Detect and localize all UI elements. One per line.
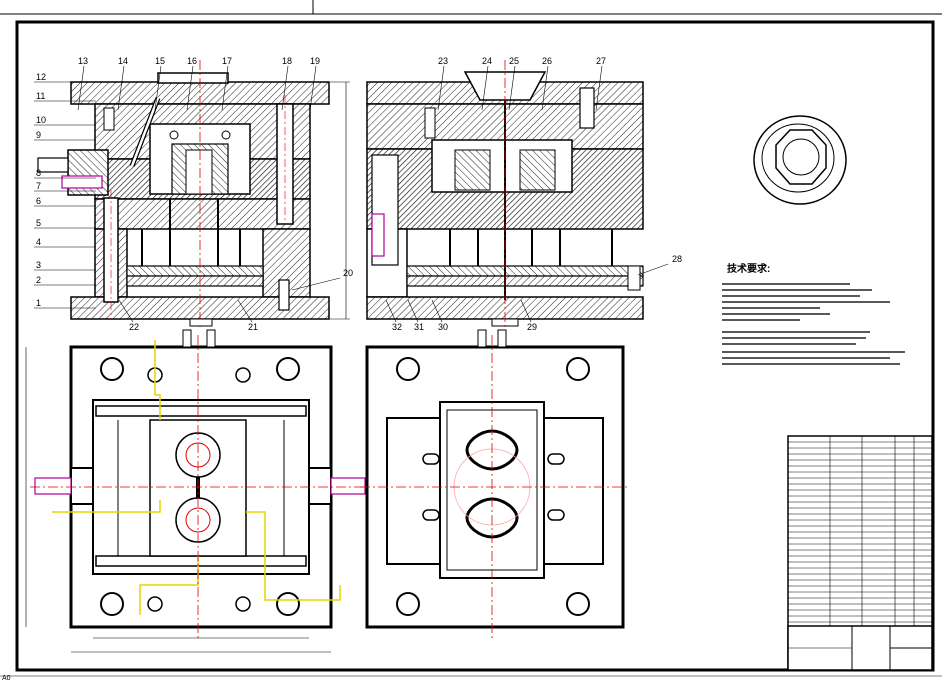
callout-21: 21 [237, 299, 258, 332]
callout-25: 25 [508, 56, 519, 111]
callout-label: 29 [527, 322, 537, 332]
callout-label: 4 [36, 237, 41, 247]
plan-view-moving-half [25, 329, 370, 653]
callout-4: 4 [34, 237, 96, 248]
callout-28: 28 [637, 254, 682, 276]
callout-23: 23 [437, 56, 448, 111]
callout-27: 27 [595, 56, 606, 111]
side-section-view [366, 60, 644, 330]
callout-32: 32 [385, 299, 402, 332]
callout-label: 10 [36, 115, 46, 125]
callout-label: 9 [36, 130, 41, 140]
callout-label: 30 [438, 322, 448, 332]
callout-label: 8 [36, 168, 41, 178]
callout-label: 27 [596, 56, 606, 66]
plan-view-fixed-half [360, 329, 630, 640]
plastic-cap-isometric-icon [753, 115, 847, 205]
callout-3: 3 [34, 260, 96, 271]
callout-30: 30 [431, 299, 448, 332]
callout-label: 7 [36, 181, 41, 191]
callout-label: 20 [343, 268, 353, 278]
callout-8: 8 [34, 168, 96, 179]
callout-26: 26 [541, 56, 552, 111]
callout-label: 26 [542, 56, 552, 66]
callout-label: 5 [36, 218, 41, 228]
callout-label: 6 [36, 196, 41, 206]
front-section-view [37, 60, 350, 330]
callout-label: 12 [36, 72, 46, 82]
callout-5: 5 [34, 218, 96, 229]
callout-label: 17 [222, 56, 232, 66]
callout-20: 20 [291, 268, 353, 291]
callout-16: 16 [186, 56, 197, 111]
callout-14: 14 [117, 56, 128, 111]
callout-label: 18 [282, 56, 292, 66]
callout-6: 6 [34, 196, 96, 207]
callout-label: 24 [482, 56, 492, 66]
tech-req-lines [722, 283, 905, 365]
callout-17: 17 [221, 56, 232, 111]
callout-7: 7 [34, 181, 96, 192]
callout-label: 31 [414, 322, 424, 332]
callout-label: 25 [509, 56, 519, 66]
callout-label: 11 [36, 91, 45, 101]
callout-label: 19 [310, 56, 320, 66]
callout-label: 28 [672, 254, 682, 264]
callout-24: 24 [481, 56, 492, 111]
callout-label: 16 [187, 56, 197, 66]
callout-10: 10 [34, 115, 96, 126]
callout-11: 11 [34, 91, 96, 102]
callout-label: 32 [392, 322, 402, 332]
callout-label: 14 [118, 56, 128, 66]
callout-label: 3 [36, 260, 41, 270]
callout-12: 12 [34, 72, 96, 83]
callout-13: 13 [77, 56, 88, 111]
callout-label: 22 [129, 322, 139, 332]
sheet-size-mark: A0 [2, 675, 11, 682]
callout-22: 22 [118, 299, 139, 332]
callout-1: 1 [34, 298, 96, 309]
callout-9: 9 [34, 130, 96, 141]
callout-29: 29 [520, 299, 537, 332]
callout-19: 19 [309, 56, 320, 111]
parts-list-table [787, 435, 933, 671]
technical-requirements: 技术要求: [722, 262, 905, 365]
callout-label: 13 [78, 56, 88, 66]
callout-label: 21 [248, 322, 258, 332]
callout-31: 31 [407, 299, 424, 332]
callout-18: 18 [281, 56, 292, 111]
callout-label: 2 [36, 275, 41, 285]
callout-15: 15 [154, 56, 165, 111]
callout-label: 1 [36, 298, 41, 308]
callout-label: 15 [155, 56, 165, 66]
callout-label: 23 [438, 56, 448, 66]
callout-2: 2 [34, 275, 96, 286]
tech-req-title: 技术要求: [727, 262, 770, 275]
